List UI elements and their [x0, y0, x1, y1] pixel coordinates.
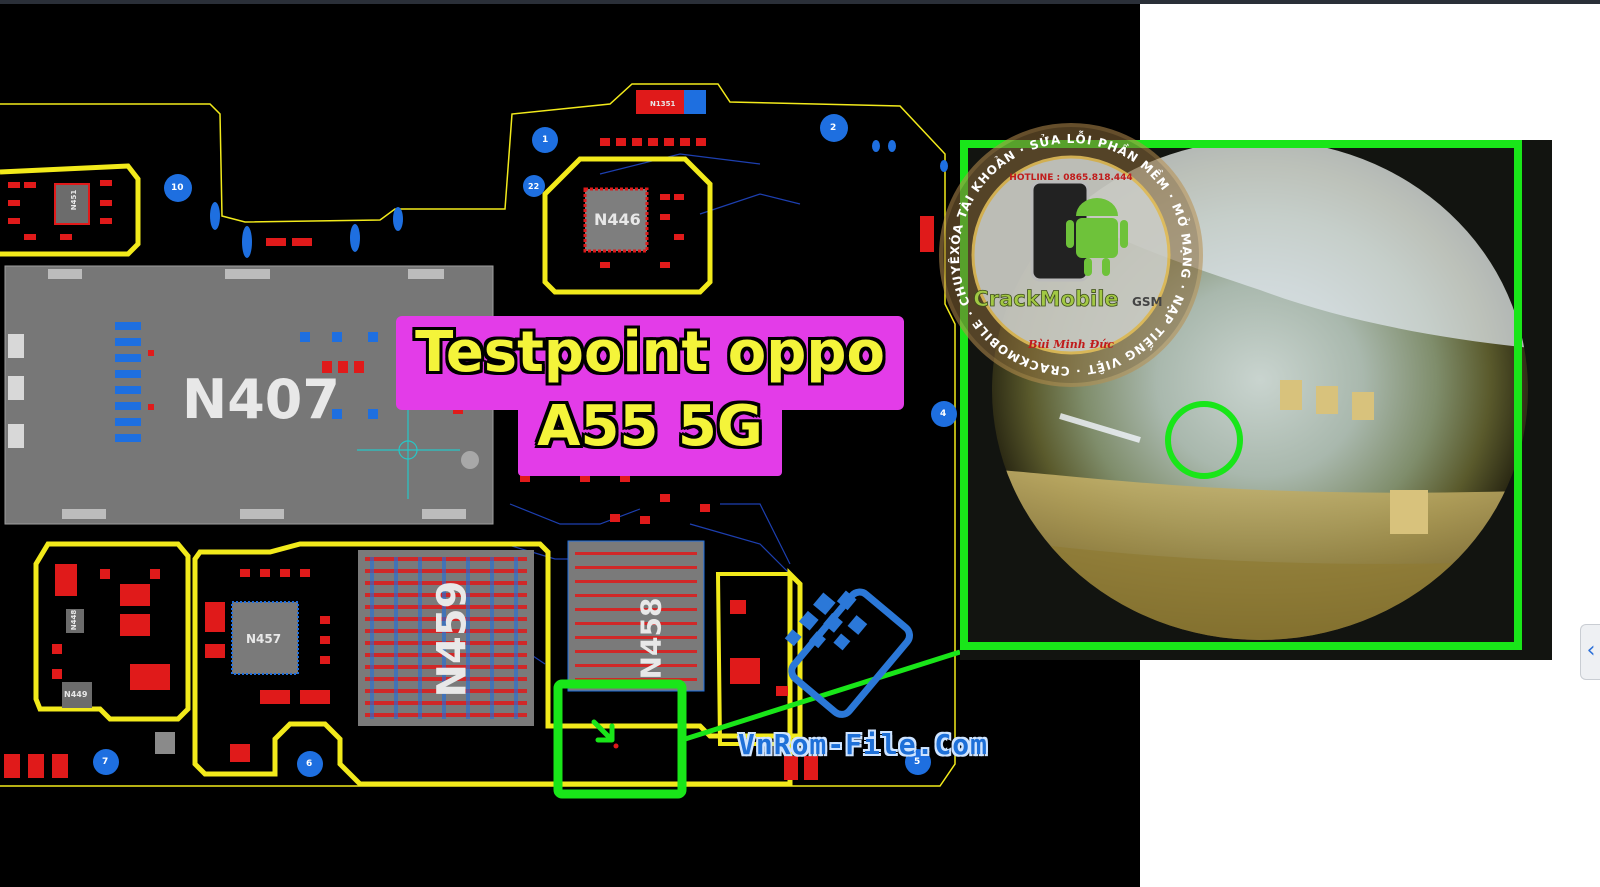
n451-parts: [8, 180, 112, 240]
testpoint-dot: [613, 743, 619, 749]
test-point-1-label: 1: [542, 135, 549, 145]
test-point-22-label: 22: [528, 182, 540, 191]
blue-ovals: [210, 140, 948, 258]
seal-owner: Bùi Minh Đức: [1027, 338, 1114, 351]
title-line-2: A55 5G: [537, 394, 763, 459]
test-point-5-marker: [905, 749, 931, 775]
test-point-7-label: 7: [102, 757, 109, 767]
test-point-2-label: 2: [830, 123, 837, 133]
test-point-circles: [93, 114, 957, 777]
board-outline: [0, 83, 956, 787]
test-point-22-marker: [523, 175, 545, 197]
right-mid-parts: [730, 216, 934, 780]
test-point-2-marker: [820, 114, 848, 142]
bottom-left-pads: [4, 754, 68, 778]
chip-label-n451: N451: [70, 189, 79, 211]
chip-label-n458: N458: [634, 597, 668, 680]
chip-n448-body: [66, 609, 84, 633]
n446-parts: [600, 194, 684, 268]
testpoint-zoom-circle: [1165, 401, 1243, 479]
chip-label-n407: N407: [182, 368, 340, 431]
test-point-10-marker: [164, 174, 192, 202]
test-point-1-marker: [532, 127, 558, 153]
window-top-edge: [0, 0, 1600, 4]
chip-n449-body: [62, 682, 92, 708]
watermark-text: VnRom-File.Com: [738, 728, 989, 761]
n407-blue-pads: [115, 322, 378, 442]
n457-outline: [192, 541, 803, 787]
android-icon: [1066, 198, 1128, 276]
test-point-6-marker: [297, 751, 323, 777]
chip-n451-body: [54, 183, 90, 225]
chip-label-n449: N449: [64, 690, 88, 699]
test-point-7-marker: [93, 749, 119, 775]
chip-label-n446: N446: [594, 210, 641, 229]
title-banner-bg-lower: [518, 402, 782, 476]
chevron-left-icon: ‹: [1586, 638, 1596, 663]
chip-label-n448: N448: [70, 609, 79, 631]
test-point-4-label: 4: [940, 409, 947, 419]
chip-n457-body: [231, 601, 299, 675]
n459-ball-grid-blue: [370, 557, 518, 719]
n407-mark-dot: [461, 451, 479, 469]
side-panel-toggle[interactable]: ‹: [1580, 624, 1600, 680]
test-point-6-label: 6: [306, 759, 313, 769]
test-point-5-label: 5: [914, 757, 921, 767]
n451-outline: [0, 163, 141, 257]
seal-brand: CrackMobile: [973, 287, 1118, 311]
chip-label-n457: N457: [246, 632, 282, 646]
test-point-4-marker: [931, 401, 957, 427]
n448-outline: [33, 541, 191, 722]
testpoint-highlight-box: [553, 679, 687, 799]
seal-hotline: HOTLINE : 0865.818.444: [1009, 173, 1132, 183]
title-line-1: Testpoint oppo: [415, 320, 885, 385]
n407-left-pads: [8, 334, 24, 448]
right-mid-outline: [715, 572, 802, 746]
n457-parts: [205, 569, 330, 762]
seal-brand-suffix: GSM: [1132, 295, 1162, 309]
chip-label-n459: N459: [429, 580, 476, 698]
watermark-logo: [784, 588, 913, 718]
test-point-10-label: 10: [171, 183, 184, 193]
zoom-highlight-frame: [960, 140, 1522, 650]
pcb-board-view: N407 N446 N457 N451 N448 N449 N1351 N459…: [0, 4, 1140, 887]
testpoint-arrow: [591, 719, 615, 743]
crosshair: [357, 409, 460, 499]
n448-parts: [52, 564, 170, 690]
top-resistor-row: [600, 138, 706, 146]
shop-seal-logo: XÓA TÀI KHOẢN · SỬA LỖI PHẦN MỀM · MỞ MẠ…: [936, 120, 1203, 387]
title-banner-bg: [396, 316, 904, 410]
chip-n446-body: [583, 187, 649, 253]
chip-label-n1351: N1351: [650, 100, 676, 108]
misc-parts: [266, 238, 710, 524]
n407-top-pads: [48, 269, 466, 519]
n446-outline: [542, 156, 713, 295]
